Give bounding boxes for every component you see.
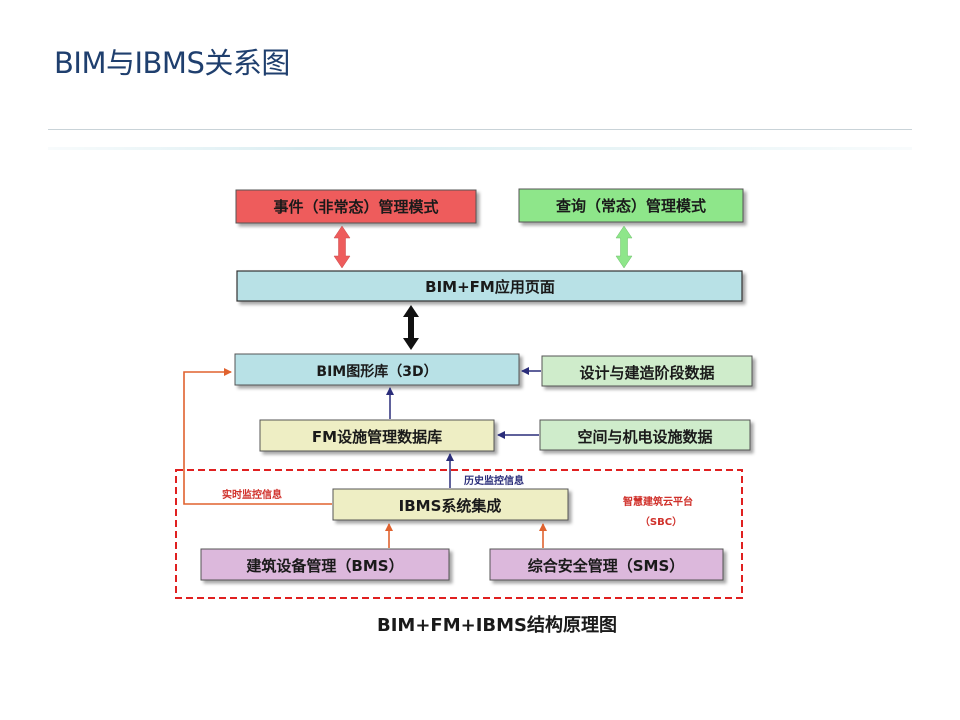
event-mode-arrow	[333, 225, 351, 269]
platform-border	[175, 469, 743, 599]
platform-sublabel: （SBC）	[640, 515, 682, 528]
realtime-arrow	[183, 368, 332, 505]
query-mode-label: 查询（常态）管理模式	[556, 197, 706, 215]
bim-library-box: BIM图形库（3D）	[234, 353, 520, 386]
app-page-box: BIM+FM应用页面	[236, 270, 743, 302]
event-mode-label: 事件（非常态）管理模式	[273, 198, 438, 216]
title-divider-shadow	[48, 147, 912, 150]
app-page-label: BIM+FM应用页面	[425, 278, 555, 296]
app-library-arrow	[403, 305, 419, 350]
sms-label: 综合安全管理（SMS）	[528, 557, 685, 575]
realtime-label: 实时监控信息	[222, 488, 282, 501]
platform-label: 智慧建筑云平台	[623, 495, 693, 508]
fm-database-box: FM设施管理数据库	[259, 419, 495, 452]
space-data-label: 空间与机电设施数据	[577, 428, 712, 446]
slide-title: BIM与IBMS关系图	[54, 46, 290, 80]
bms-label: 建筑设备管理（BMS）	[246, 557, 403, 575]
fm-database-label: FM设施管理数据库	[312, 428, 442, 446]
history-label: 历史监控信息	[464, 474, 524, 487]
bim-library-label: BIM图形库（3D）	[316, 363, 437, 380]
diagram-caption: BIM+FM+IBMS结构原理图	[377, 614, 617, 636]
space-data-box: 空间与机电设施数据	[539, 419, 751, 451]
event-mode-box: 事件（非常态）管理模式	[235, 189, 477, 224]
ibms-label: IBMS系统集成	[399, 497, 502, 515]
ibms-box: IBMS系统集成	[332, 488, 569, 521]
design-data-label: 设计与建造阶段数据	[579, 364, 714, 382]
title-divider	[48, 129, 912, 130]
query-mode-arrow	[615, 225, 633, 269]
design-data-box: 设计与建造阶段数据	[541, 355, 753, 387]
bms-box: 建筑设备管理（BMS）	[200, 548, 450, 581]
query-mode-box: 查询（常态）管理模式	[518, 188, 744, 223]
sms-box: 综合安全管理（SMS）	[489, 548, 724, 581]
